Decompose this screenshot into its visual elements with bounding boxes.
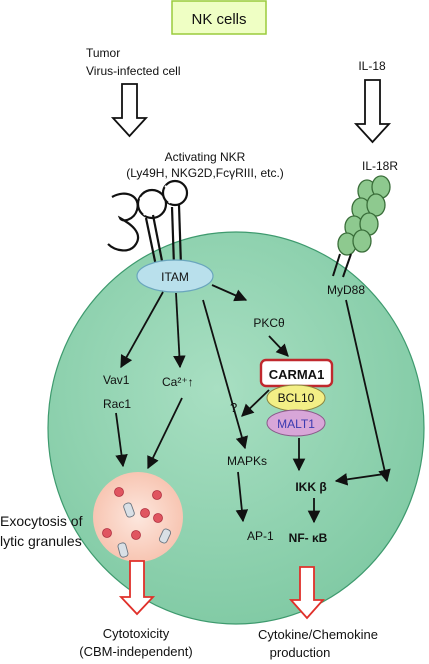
ikk-beta-label: IKK β [295,480,326,494]
nk-cell-body [47,231,425,625]
exocytosis-label-line1: Exocytosis of [0,513,83,529]
ap1-label: AP-1 [247,529,274,543]
carma1-label: CARMA1 [269,367,325,382]
malt1-label: MALT1 [277,417,315,431]
calcium-label: Ca²⁺↑ [162,375,194,389]
outcome-right-line1: Cytokine/Chemokine [258,627,378,642]
bcl10-label: BCL10 [278,391,315,405]
stimulus-right: IL-18 [358,59,386,73]
receptor-left-line2: (Ly49H, NKG2D,FcγRIII, etc.) [126,166,284,180]
activating-nkr-receptor [107,179,189,267]
outcome-right-line2: production [270,645,331,660]
nfkb-label: NF- κB [289,531,328,545]
lytic-granules [102,487,163,540]
myd88-label: MyD88 [327,283,365,297]
outcome-left-line1: Cytotoxicity [103,626,170,641]
stimulus-right-arrow [353,79,392,144]
malt1-node [266,409,326,437]
granule-cylinders [117,502,172,558]
exocytosis-label-line2: lytic granules [0,533,82,549]
rac1-label: Rac1 [103,397,131,411]
cytotoxicity-output-arrow [118,560,156,616]
vav1-label: Vav1 [103,373,130,387]
stimulus-left-arrow [110,83,149,138]
itam-label: ITAM [161,270,189,284]
title-box [171,0,267,35]
lytic-granule-zone [93,472,183,562]
receptor-right-label: IL-18R [362,159,398,173]
outcome-left-line2: (CBM-independent) [79,644,192,659]
mapks-label: MAPKs [227,454,267,468]
receptor-left-line1: Activating NKR [165,150,246,164]
cytokine-output-arrow [288,566,326,620]
itam-node [136,259,214,293]
stimulus-left-line2: Virus-infected cell [86,64,181,78]
signaling-arrows [115,284,391,524]
page-title: NK cells [191,11,246,28]
pkc-theta-label: PKCθ [253,316,285,330]
stimulus-left-line1: Tumor [86,46,120,60]
il18r-receptor [332,175,391,278]
